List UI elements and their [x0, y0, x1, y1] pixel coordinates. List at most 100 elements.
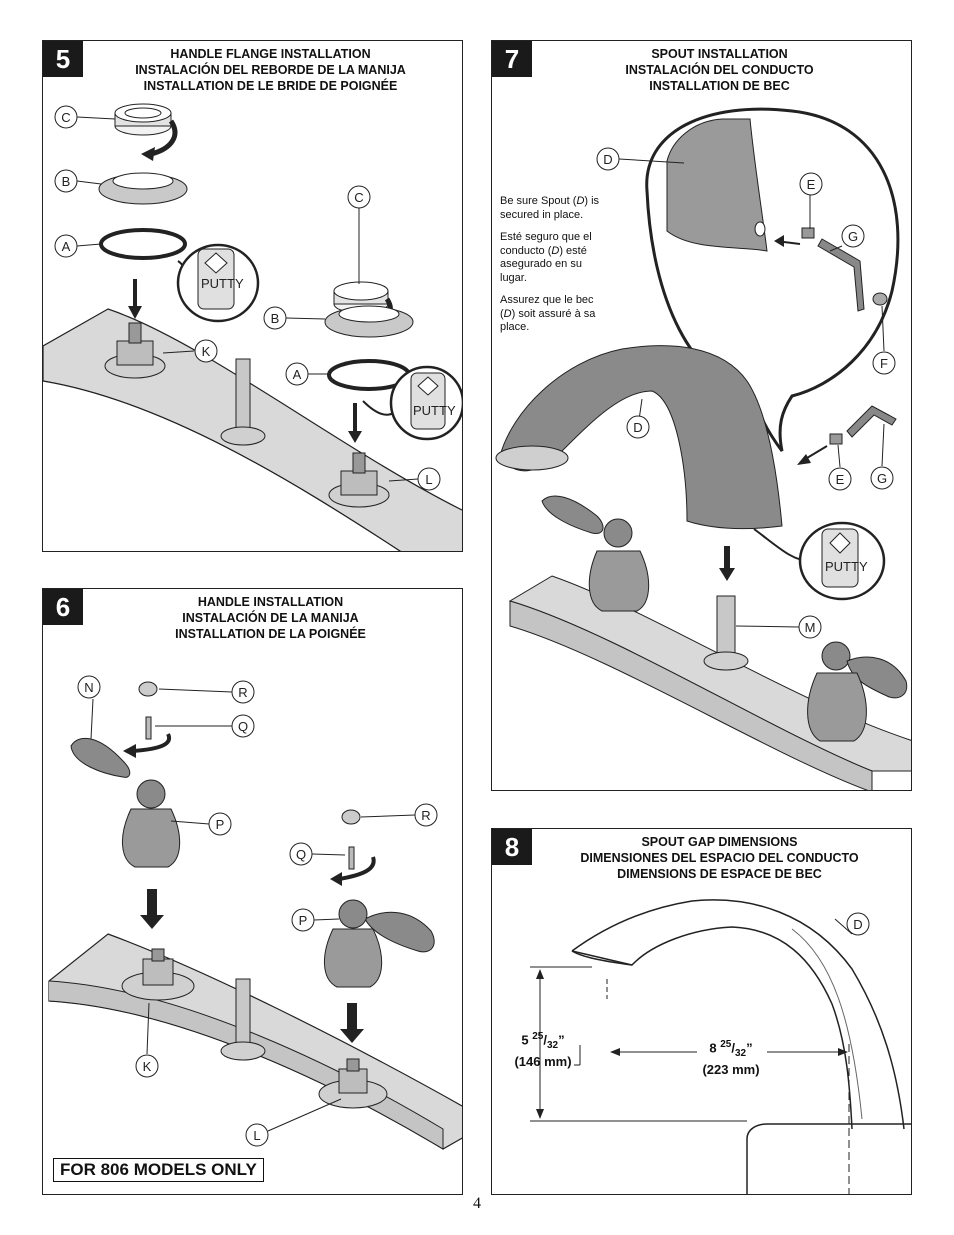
heading-en: HANDLE FLANGE INSTALLATION — [170, 47, 371, 61]
handle-installation-illustration: N R Q P K R Q P L — [48, 675, 462, 1150]
note-fr: Assurez que le bec (D) soit assuré à sa … — [500, 294, 596, 333]
heading-es: INSTALACIÓN DEL CONDUCTO — [625, 63, 814, 77]
callout-e: E — [828, 467, 852, 491]
callout-l: L — [417, 467, 441, 491]
svg-text:L: L — [253, 1128, 260, 1143]
height-mm: (146 mm) — [514, 1053, 572, 1069]
svg-text:C: C — [61, 110, 70, 125]
handle-flange-illustration: PUTTY PUTTY — [43, 103, 462, 551]
screw-q-right — [348, 846, 355, 870]
svg-text:A: A — [62, 239, 71, 254]
svg-text:N: N — [84, 680, 93, 695]
callout-c-right: C — [347, 185, 371, 209]
note-es: Esté seguro que el conducto (D) esté ase… — [500, 231, 592, 284]
svg-text:K: K — [143, 1059, 152, 1074]
heading-en: SPOUT GAP DIMENSIONS — [641, 835, 798, 849]
svg-text:F: F — [880, 356, 888, 371]
plug-f-closeup — [872, 292, 888, 306]
heading-fr: INSTALLATION DE BEC — [649, 79, 790, 93]
putty-label: PUTTY — [825, 559, 868, 574]
spout-secure-notes: Be sure Spout (D) is secured in place. E… — [500, 195, 610, 344]
spout-gap-diagram: D — [530, 899, 911, 1194]
callout-p-right: P — [291, 908, 315, 932]
spout-d-closeup — [666, 118, 768, 252]
step-heading: SPOUT INSTALLATION INSTALACIÓN DEL CONDU… — [542, 46, 897, 94]
svg-text:G: G — [877, 471, 887, 486]
button-r-right — [341, 809, 361, 825]
reach-inches: 8 25/32” — [709, 1039, 753, 1059]
height-inches: 5 25/32” — [521, 1031, 565, 1051]
putty-label-left: PUTTY — [201, 276, 244, 291]
page-number: 4 — [473, 1195, 481, 1212]
models-note: FOR 806 MODELS ONLY — [53, 1158, 264, 1182]
callout-d: D — [846, 912, 870, 936]
valve-l — [328, 452, 390, 508]
button-r-left — [138, 681, 158, 697]
svg-text:E: E — [807, 177, 816, 192]
svg-text:L: L — [425, 472, 432, 487]
callout-a-left: A — [54, 234, 78, 258]
callout-q-left: Q — [231, 714, 255, 738]
handle-p-left — [121, 779, 181, 868]
callout-q-right: Q — [289, 842, 313, 866]
svg-text:A: A — [293, 367, 302, 382]
svg-text:D: D — [603, 152, 612, 167]
svg-text:P: P — [216, 817, 225, 832]
step-6-panel: 6 HANDLE INSTALLATION INSTALACIÓN DE LA … — [42, 588, 463, 1195]
svg-text:P: P — [299, 913, 308, 928]
callout-d-main: D — [626, 415, 650, 439]
svg-text:E: E — [836, 472, 845, 487]
putty-label-right: PUTTY — [413, 403, 456, 418]
callout-c-left: C — [54, 105, 78, 129]
svg-text:Q: Q — [238, 719, 248, 734]
svg-text:K: K — [202, 344, 211, 359]
screw-q-left — [145, 716, 152, 740]
svg-text:B: B — [271, 311, 280, 326]
callout-f: F — [872, 351, 896, 375]
flange-b-right — [324, 305, 414, 338]
heading-es: INSTALACIÓN DE LA MANIJA — [182, 611, 359, 625]
reach-mm: (223 mm) — [702, 1061, 760, 1077]
spout-d — [495, 345, 783, 530]
step-number: 5 — [43, 41, 83, 77]
setscrew-e — [829, 433, 843, 445]
svg-text:Q: Q — [296, 847, 306, 862]
callout-r-right: R — [414, 803, 438, 827]
step-number: 8 — [492, 829, 532, 865]
svg-text:C: C — [354, 190, 363, 205]
callout-p-left: P — [208, 812, 232, 836]
height-dimension: 5 25/32” (146 mm) — [508, 1029, 578, 1070]
svg-text:D: D — [853, 917, 862, 932]
step-heading: SPOUT GAP DIMENSIONS DIMENSIONES DEL ESP… — [542, 834, 897, 882]
heading-fr: INSTALLATION DE LE BRIDE DE POIGNÉE — [143, 79, 398, 93]
svg-text:R: R — [238, 685, 247, 700]
step-number: 6 — [43, 589, 83, 625]
step-7-panel: 7 SPOUT INSTALLATION INSTALACIÓN DEL CON… — [491, 40, 912, 791]
lever-n-right — [364, 911, 435, 953]
valve-k — [121, 948, 195, 1001]
allen-wrench-g — [846, 405, 897, 438]
bonnet-nut-c-left — [114, 103, 172, 136]
heading-fr: DIMENSIONS DE ESPACE DE BEC — [617, 867, 822, 881]
svg-text:M: M — [805, 620, 816, 635]
handle-p-right — [323, 899, 383, 988]
heading-es: DIMENSIONES DEL ESPACIO DEL CONDUCTO — [580, 851, 859, 865]
callout-d-top: D — [596, 147, 620, 171]
step-heading: HANDLE FLANGE INSTALLATION INSTALACIÓN D… — [93, 46, 448, 94]
heading-fr: INSTALLATION DE LA POIGNÉE — [175, 627, 366, 641]
callout-n: N — [77, 675, 101, 699]
setscrew-e-closeup — [801, 227, 815, 239]
callout-k: K — [135, 1054, 159, 1078]
step-8-panel: 8 SPOUT GAP DIMENSIONS DIMENSIONES DEL E… — [491, 828, 912, 1195]
spout-installation-illustration: PUTTY D E G F D E G M — [495, 107, 911, 790]
flange-b-left — [98, 172, 188, 205]
handle-right — [807, 641, 908, 742]
callout-k: K — [194, 339, 218, 363]
step-number: 7 — [492, 41, 532, 77]
heading-en: SPOUT INSTALLATION — [651, 47, 788, 61]
callout-e-top: E — [799, 172, 823, 196]
lever-n-left — [70, 737, 131, 778]
svg-text:G: G — [848, 229, 858, 244]
callout-r-left: R — [231, 680, 255, 704]
callout-l: L — [245, 1123, 269, 1147]
